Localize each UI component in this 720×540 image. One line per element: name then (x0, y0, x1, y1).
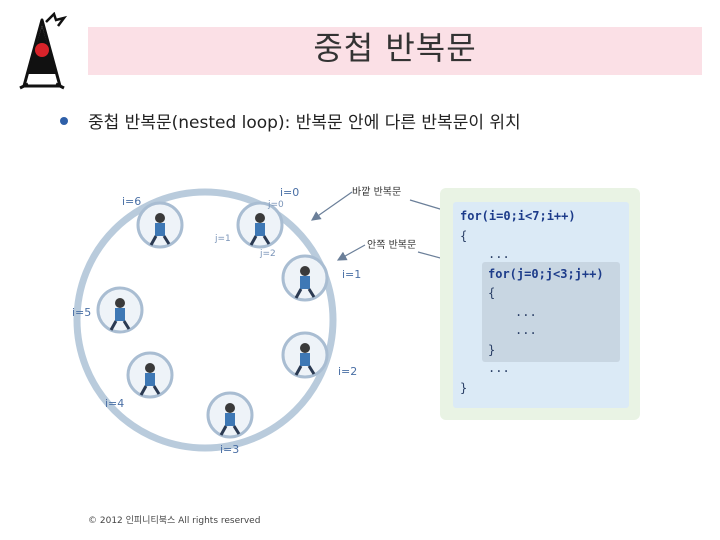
outer-loop-label: 바깥 반복문 (352, 186, 401, 198)
page-title: 중첩 반복문 (313, 29, 477, 67)
arrow-outer-to-wheel (311, 191, 353, 221)
label-i4: i=4 (105, 397, 124, 410)
label-j2: j=2 (259, 249, 276, 259)
label-i3: i=3 (220, 443, 239, 456)
label-i2: i=2 (338, 365, 357, 378)
runner-wheel-6 (136, 201, 184, 249)
title-bar (88, 27, 702, 75)
label-i5: i=5 (72, 306, 91, 319)
runner-wheel-0 (236, 201, 284, 249)
runner-wheel-1 (281, 254, 329, 302)
code-line-9: ... (488, 361, 510, 375)
code-line-7: ... (515, 323, 537, 337)
code-line-10: } (460, 381, 467, 395)
code-line-4: for(j=0;j<3;j++) (488, 267, 604, 281)
inner-loop-label: 안쪽 반복문 (367, 239, 416, 251)
copyright-footer: © 2012 인피니티북스 All rights reserved (88, 516, 261, 526)
runner-wheel-3 (206, 391, 254, 439)
label-j1: j=1 (214, 234, 231, 244)
bullet-text: 중첩 반복문(nested loop): 반복문 안에 다른 반복문이 위치 (88, 113, 521, 133)
label-i6: i=6 (122, 195, 141, 208)
label-i1: i=1 (342, 268, 361, 281)
inner-loop-block (482, 262, 620, 362)
duke-logo-icon (14, 12, 70, 90)
code-line-3: ... (488, 247, 510, 261)
runner-wheel-2 (281, 331, 329, 379)
code-line-8: } (488, 343, 495, 357)
bullet-icon (60, 117, 68, 125)
code-line-6: ... (515, 305, 537, 319)
code-line-2: { (460, 229, 467, 243)
runner-wheel-4 (126, 351, 174, 399)
label-i0: i=0 (280, 186, 299, 199)
nested-loop-diagram: i=0 i=6 i=1 i=5 i=2 i=4 i=3 j=0 j=1 j=2 … (72, 186, 640, 456)
runner-wheel-5 (96, 286, 144, 334)
arrow-inner-to-wheel (336, 244, 366, 261)
code-line-5: { (488, 286, 495, 300)
code-line-1: for(i=0;i<7;i++) (460, 209, 576, 223)
label-j0: j=0 (267, 200, 284, 210)
